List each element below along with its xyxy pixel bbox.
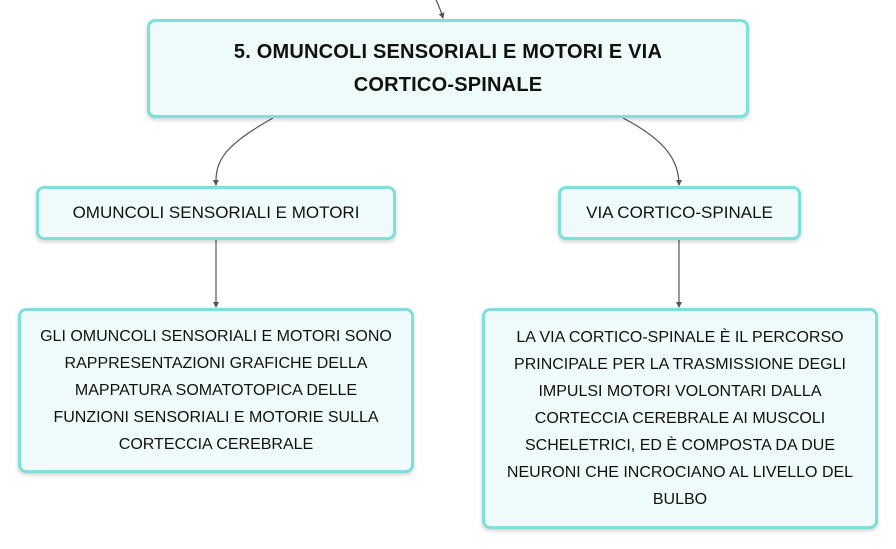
connector-root-to-left-branch <box>212 117 274 186</box>
detail-text-via-cortico-spinale: LA VIA CORTICO-SPINALE È IL PERCORSO PRI… <box>506 329 854 508</box>
incoming-connector <box>435 0 445 19</box>
branch-node-via-cortico-spinale[interactable]: VIA CORTICO-SPINALE <box>558 186 801 240</box>
root-topic-title: 5. OMUNCOLI SENSORIALI E MOTORI E VIA CO… <box>233 40 663 96</box>
branch-label-omuncoli: OMUNCOLI SENSORIALI E MOTORI <box>72 203 360 222</box>
detail-node-omuncoli[interactable]: GLI OMUNCOLI SENSORIALI E MOTORI SONO RA… <box>18 308 414 473</box>
branch-label-via-cortico-spinale: VIA CORTICO-SPINALE <box>586 203 773 222</box>
root-topic-node[interactable]: 5. OMUNCOLI SENSORIALI E MOTORI E VIA CO… <box>147 19 749 118</box>
detail-text-omuncoli: GLI OMUNCOLI SENSORIALI E MOTORI SONO RA… <box>40 328 392 453</box>
detail-node-via-cortico-spinale[interactable]: LA VIA CORTICO-SPINALE È IL PERCORSO PRI… <box>482 308 878 529</box>
connector-root-to-right-branch <box>622 117 682 186</box>
branch-node-omuncoli[interactable]: OMUNCOLI SENSORIALI E MOTORI <box>36 186 396 240</box>
